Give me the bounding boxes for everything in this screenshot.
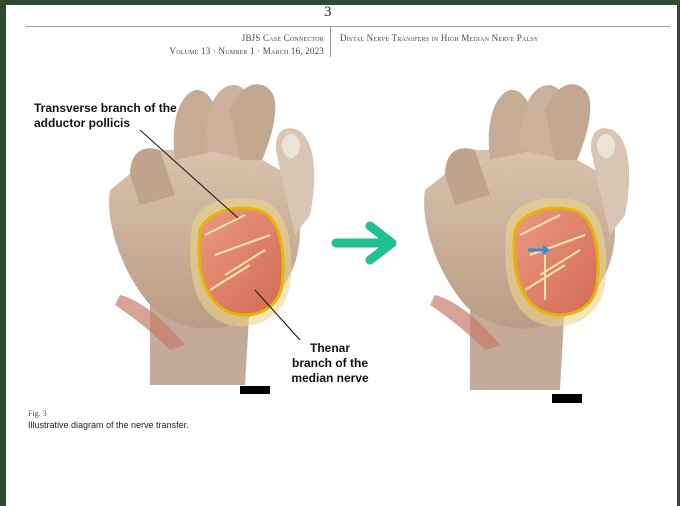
thumbnail (282, 134, 300, 158)
transfer-arrow (336, 226, 392, 260)
thenar-muscles (514, 208, 598, 315)
figure-caption: Illustrative diagram of the nerve transf… (28, 420, 189, 430)
callout-thenar-branch: Thenar branch of the median nerve (290, 341, 370, 386)
figure-label: Fig. 3 (28, 409, 47, 418)
thumbnail (597, 134, 615, 158)
callout-adductor-branch: Transverse branch of the adductor pollic… (34, 101, 194, 131)
redaction-box-left (240, 386, 270, 394)
hand-after-transfer (424, 84, 629, 403)
thenar-muscles (199, 208, 283, 315)
redaction-box-right (552, 394, 582, 403)
